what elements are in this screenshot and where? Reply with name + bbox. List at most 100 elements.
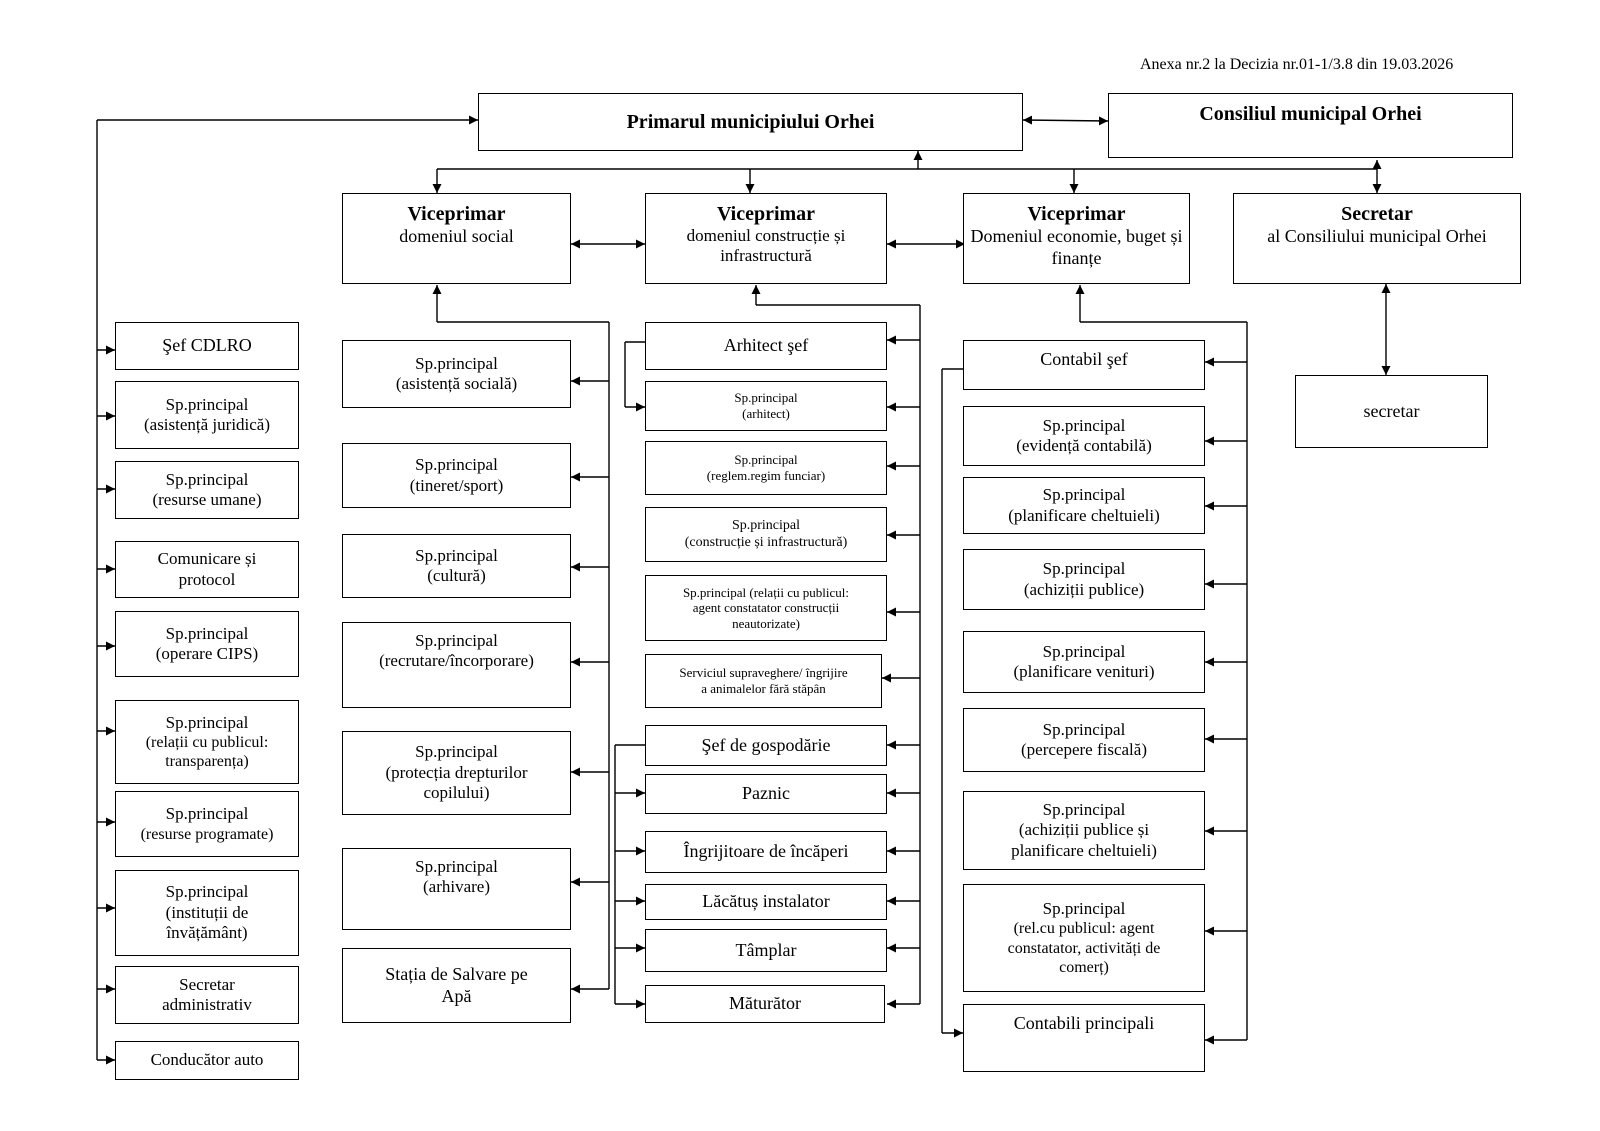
unit-line: Sp.principal [1042, 415, 1126, 435]
unit-line: (arhitect) [742, 406, 790, 421]
unit-line: (resurse programate) [140, 825, 274, 843]
unit-line: Contabil şef [1040, 349, 1128, 369]
unit-line: (relații cu publicul: [145, 734, 269, 751]
unit-line: Sp.principal [165, 623, 249, 643]
viceprimar-economie-title: Viceprimar [1027, 203, 1126, 225]
econ-unit-contabili-principali: Contabili principali [963, 1004, 1205, 1072]
unit-line: Îngrijitoare de încăperi [683, 841, 849, 862]
secretar-consiliu-box: Secretar al Consiliului municipal Orhei [1233, 193, 1521, 284]
social-unit-recrutare: Sp.principal (recrutare/încorporare) [342, 622, 571, 708]
left-unit-comunicare-protocol: Comunicare și protocol [115, 541, 299, 598]
constr-unit-constructie-infrastructura: Sp.principal (construcție și infrastruct… [645, 507, 887, 562]
primar-box: Primarul municipiului Orhei [478, 93, 1023, 151]
unit-line: (construcție și infrastructură) [684, 534, 848, 550]
social-unit-asistenta-sociala: Sp.principal (asistență socială) [342, 340, 571, 408]
unit-line: Sp.principal [415, 545, 498, 565]
unit-line: Contabili principali [1013, 1013, 1155, 1033]
unit-line: Paznic [742, 783, 790, 804]
econ-unit-evidenta-contabila: Sp.principal (evidență contabilă) [963, 406, 1205, 466]
unit-line: (achiziții publice și [1018, 820, 1150, 840]
viceprimar-social-box: Viceprimar domeniul social [342, 193, 571, 284]
unit-line: Lăcătuș instalator [702, 891, 830, 912]
unit-line: (achiziții publice) [1023, 579, 1145, 599]
viceprimar-constructie-box: Viceprimar domeniul construcție și infra… [645, 193, 887, 284]
econ-unit-planificare-venituri: Sp.principal (planificare venituri) [963, 631, 1205, 693]
left-unit-relatii-transparenta: Sp.principal (relații cu publicul: trans… [115, 700, 299, 784]
unit-line: Sp.principal [734, 390, 798, 406]
annex-reference: Anexa nr.2 la Decizia nr.01-1/3.8 din 19… [1140, 56, 1454, 73]
unit-line: (rel.cu publicul: agent [1013, 920, 1155, 938]
econ-unit-contabil-sef: Contabil şef [963, 340, 1205, 390]
unit-line: Stația de Salvare pe [385, 963, 528, 984]
left-unit-resurse-programate: Sp.principal (resurse programate) [115, 791, 299, 857]
unit-line: Şef CDLRO [162, 335, 252, 356]
constr-unit-paznic: Paznic [645, 774, 887, 814]
left-unit-secretar-administrativ: Secretar administrativ [115, 966, 299, 1024]
unit-line: transparența) [165, 753, 249, 771]
social-unit-protectia-copilului: Sp.principal (protecția drepturilor copi… [342, 731, 571, 815]
unit-line: Sp.principal [165, 804, 249, 824]
constr-unit-arhitect: Sp.principal (arhitect) [645, 381, 887, 431]
unit-line: Sp.principal [165, 394, 249, 414]
unit-line: neautorizate) [732, 615, 800, 631]
unit-line: (reglem.regim funciar) [706, 468, 826, 483]
unit-line: Sp.principal [415, 742, 498, 762]
unit-line: constatator, activități de [1007, 939, 1161, 957]
consiliu-box: Consiliul municipal Orhei [1108, 93, 1513, 158]
unit-line: (recrutare/încorporare) [379, 651, 534, 671]
social-unit-arhivare: Sp.principal (arhivare) [342, 848, 571, 930]
social-unit-cultura: Sp.principal (cultură) [342, 534, 571, 598]
unit-line: Sp.principal [1042, 641, 1126, 661]
viceprimar-constructie-domain: domeniul construcție și infrastructură [686, 226, 846, 266]
unit-line: Sp.principal [1042, 559, 1126, 579]
unit-line: Sp.principal (relații cu publicul: [682, 584, 850, 600]
unit-line: Măturător [729, 993, 801, 1014]
unit-line: (protecția drepturilor [385, 762, 528, 782]
constr-unit-arhitect-sef: Arhitect şef [645, 322, 887, 370]
econ-unit-percepere-fiscala: Sp.principal (percepere fiscală) [963, 708, 1205, 772]
unit-line: Apă [441, 985, 472, 1006]
unit-line: copilului) [423, 783, 490, 803]
unit-line: (planificare venituri) [1013, 662, 1155, 681]
unit-line: (percepere fiscală) [1021, 740, 1147, 759]
unit-line: (evidență contabilă) [1016, 436, 1152, 455]
unit-line: (operare CIPS) [155, 644, 259, 663]
secretar-consiliu-title: Secretar [1341, 203, 1413, 225]
unit-line: Şef de gospodărie [701, 734, 831, 755]
secretar-consiliu-subtitle: al Consiliului municipal Orhei [1267, 226, 1487, 246]
unit-line: (cultură) [427, 566, 486, 585]
unit-line: Sp.principal [415, 455, 498, 475]
econ-unit-planificare-cheltuieli: Sp.principal (planificare cheltuieli) [963, 477, 1205, 534]
constr-unit-supraveghere-animale: Serviciul supraveghere/ îngrijire a anim… [645, 654, 882, 708]
unit-line: (instituții de [165, 902, 249, 922]
viceprimar-economie-box: Viceprimar Domeniul economie, buget și f… [963, 193, 1190, 284]
left-unit-resurse-umane: Sp.principal (resurse umane) [115, 461, 299, 519]
unit-line: Sp.principal [415, 631, 498, 650]
constr-unit-ingrijitoare: Îngrijitoare de încăperi [645, 831, 887, 873]
left-unit-operare-cips: Sp.principal (operare CIPS) [115, 611, 299, 677]
unit-line: agent constatator construcții [692, 600, 840, 616]
unit-line: Sp.principal [1042, 899, 1126, 919]
social-unit-tineret-sport: Sp.principal (tineret/sport) [342, 443, 571, 508]
left-unit-asistenta-juridica: Sp.principal (asistență juridică) [115, 381, 299, 449]
unit-line: (resurse umane) [152, 490, 262, 509]
unit-line: Sp.principal [1042, 485, 1126, 505]
unit-line: (asistență socială) [395, 374, 518, 393]
unit-line: Sp.principal [1042, 719, 1126, 739]
econ-unit-achizitii-publice: Sp.principal (achiziții publice) [963, 549, 1205, 610]
unit-line: planificare cheltuieli) [1011, 840, 1157, 860]
viceprimar-social-domain: domeniul social [399, 226, 514, 246]
unit-line: Sp.principal [415, 353, 498, 373]
unit-line: protocol [178, 569, 236, 589]
unit-line: Sp.principal [734, 452, 798, 468]
unit-line: administrativ [162, 995, 252, 1014]
viceprimar-constructie-title: Viceprimar [716, 203, 816, 225]
unit-line: Tâmplar [735, 939, 797, 960]
consiliu-label: Consiliul municipal Orhei [1199, 103, 1422, 125]
unit-line: învățământ) [166, 923, 248, 943]
left-unit-conducator-auto: Conducător auto [115, 1041, 299, 1080]
unit-line: Sp.principal [165, 469, 249, 489]
unit-line: Sp.principal [1042, 799, 1126, 819]
constr-unit-lacatus: Lăcătuș instalator [645, 884, 887, 920]
